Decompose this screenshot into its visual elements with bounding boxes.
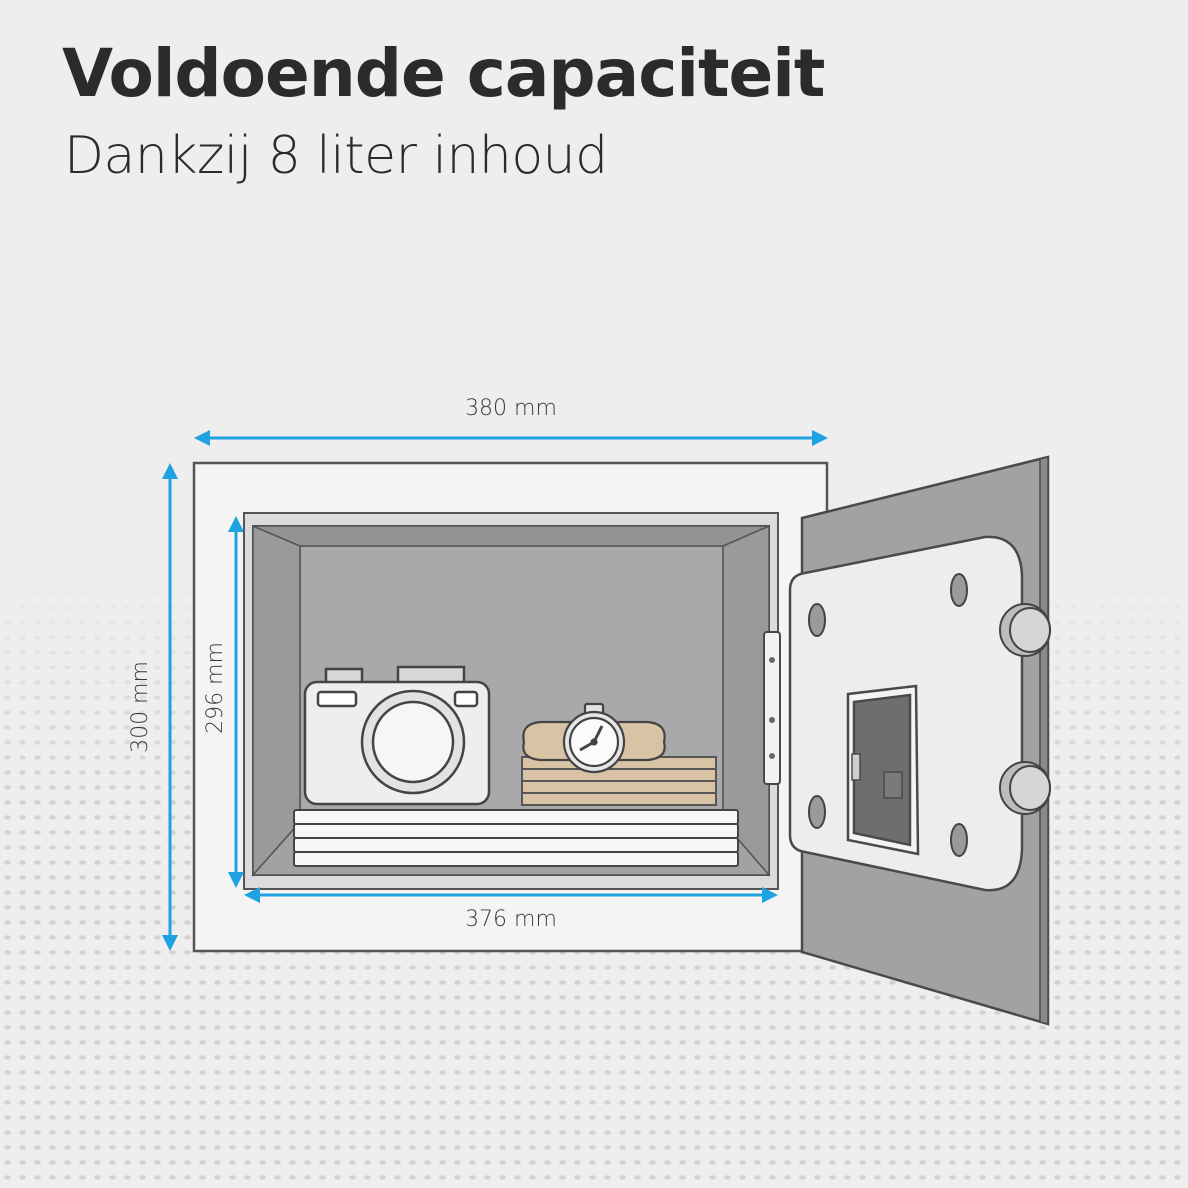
inner-width-label: 376 mm	[465, 907, 557, 932]
screws	[808, 573, 968, 857]
bolts	[999, 603, 1051, 815]
inner-height-label: 296 mm	[203, 642, 228, 734]
outer-height-label: 300 mm	[128, 661, 153, 753]
hinge	[763, 631, 781, 785]
dimension-arrows	[162, 430, 828, 951]
wooden-box	[521, 756, 717, 806]
safe-door	[763, 455, 1051, 1026]
inner-height-arrow	[228, 516, 244, 888]
watch-icon	[522, 702, 666, 774]
safe-body	[192, 461, 829, 953]
lock-compartment	[846, 684, 920, 856]
outer-width-arrow	[194, 430, 828, 446]
outer-width-label: 380 mm	[465, 396, 557, 421]
inner-width-arrow	[244, 887, 778, 903]
page-subtitle: Dankzij 8 liter inhoud	[64, 126, 608, 186]
paper-stack	[293, 809, 739, 867]
camera-icon	[303, 665, 491, 806]
outer-height-arrow	[162, 463, 178, 951]
page-title: Voldoende capaciteit	[62, 35, 825, 112]
